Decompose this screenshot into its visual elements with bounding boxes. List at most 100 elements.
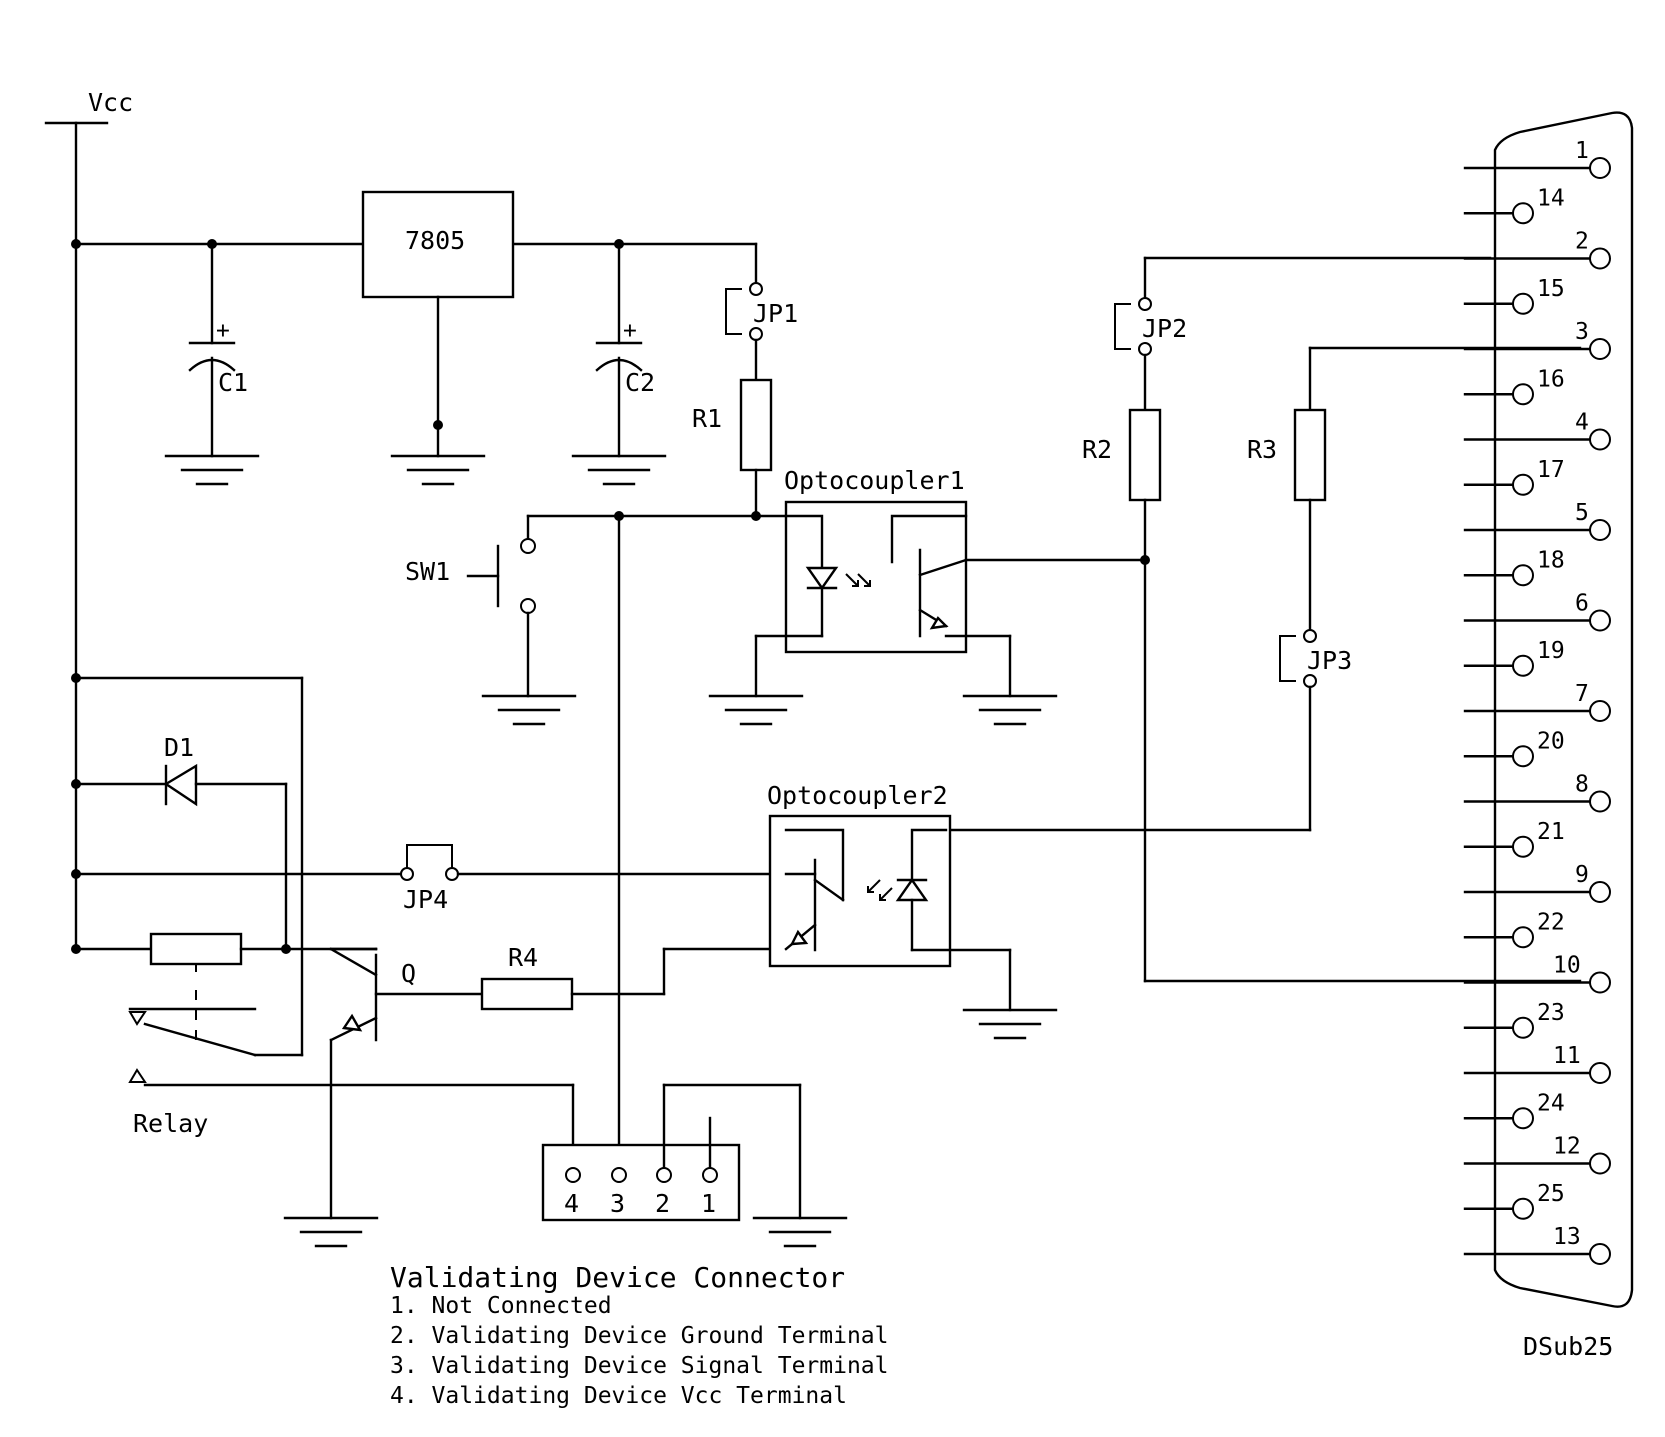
jumper-jp2: JP2 <box>1114 256 1492 356</box>
dsub-pin <box>1589 971 1611 994</box>
dsub-pin <box>1589 519 1611 541</box>
dsub-pin-label: 25 <box>1537 1181 1565 1207</box>
dsub-pin-label: 6 <box>1575 591 1589 617</box>
relay: Relay <box>74 932 575 1177</box>
optocoupler-2: Optocoupler2 <box>767 781 1058 1040</box>
dsub25-connector: DSub25 123456789101112131415161718192021… <box>1463 111 1634 1361</box>
dsub-pin-label: 12 <box>1553 1134 1581 1160</box>
dsub-pin-label: 11 <box>1553 1043 1581 1069</box>
d1-label: D1 <box>164 733 194 762</box>
validating-device-connector: 4 3 2 1 <box>541 1083 848 1248</box>
resistor-r2: R2 <box>1082 353 1582 983</box>
dsub-pin-label: 3 <box>1575 319 1589 345</box>
c2-plus: + <box>623 318 637 344</box>
connector-pin-4: 4 <box>564 1189 579 1218</box>
dsub-pin <box>1589 157 1611 179</box>
signal-bus-top <box>526 511 788 1177</box>
resistor-r4: R4 <box>480 943 788 1011</box>
jp3-label: JP3 <box>1307 646 1352 675</box>
legend-item-1: 1. Not Connected <box>390 1293 612 1319</box>
dsub-pin <box>1589 790 1611 813</box>
dsub-pin-label: 1 <box>1575 138 1589 164</box>
dsub-pin <box>1512 926 1534 949</box>
dsub-pin-label: 21 <box>1537 819 1565 845</box>
dsub-pin <box>1512 1107 1534 1130</box>
connector-pin-2: 2 <box>655 1189 670 1218</box>
dsub-pin <box>1512 835 1534 858</box>
dsub-pin <box>1512 564 1534 587</box>
dsub-pin <box>1589 1243 1611 1265</box>
dsub-pin-label: 9 <box>1575 862 1589 888</box>
dsub-pin-label: 16 <box>1537 366 1565 392</box>
r2-label: R2 <box>1082 435 1112 464</box>
dsub25-label: DSub25 <box>1523 1332 1613 1361</box>
jp2-label: JP2 <box>1142 314 1187 343</box>
dsub-pin <box>1589 338 1611 360</box>
capacitor-c2: + C2 <box>571 242 667 486</box>
dsub-pin-label: 7 <box>1575 681 1589 707</box>
dsub-pin-label: 8 <box>1575 772 1589 798</box>
dsub-pin-label: 17 <box>1537 457 1565 483</box>
dsub-pin-label: 15 <box>1537 276 1565 302</box>
connector-pin-1: 1 <box>701 1189 716 1218</box>
c1-label: C1 <box>218 368 248 397</box>
switch-sw1: SW1 <box>405 514 577 726</box>
opto1-label: Optocoupler1 <box>784 466 965 495</box>
dsub-pin-label: 20 <box>1537 728 1565 754</box>
dsub-pin-label: 22 <box>1537 909 1565 935</box>
dsub-pin <box>1512 654 1534 677</box>
jumper-jp3: JP3 <box>944 629 1352 832</box>
jumper-jp1: JP1 <box>725 282 798 341</box>
dsub-pin-label: 4 <box>1575 410 1589 436</box>
c1-plus: + <box>216 318 230 344</box>
dsub-pin <box>1589 247 1611 270</box>
dsub-pin-label: 2 <box>1575 229 1589 255</box>
connector-pin-3: 3 <box>610 1189 625 1218</box>
dsub-pin-label: 13 <box>1553 1224 1581 1250</box>
relay-label: Relay <box>133 1109 208 1138</box>
legend-item-2: 2. Validating Device Ground Terminal <box>390 1323 889 1349</box>
vcc-rail: Vcc <box>44 88 133 954</box>
q-label: Q <box>401 959 416 988</box>
legend-item-3: 3. Validating Device Signal Terminal <box>390 1353 889 1379</box>
vcc-branches <box>71 673 304 1057</box>
dsub-pin <box>1512 1197 1534 1220</box>
optocoupler-1: Optocoupler1 <box>708 466 1150 726</box>
sw1-label: SW1 <box>405 557 450 586</box>
legend-item-4: 4. Validating Device Vcc Terminal <box>390 1383 847 1409</box>
dsub-pin <box>1512 1016 1534 1039</box>
regulator-label: 7805 <box>405 226 465 255</box>
dsub-pin <box>1512 202 1534 225</box>
dsub-pin <box>1589 1152 1611 1175</box>
r4-label: R4 <box>508 943 538 972</box>
jp4-label: JP4 <box>403 885 448 914</box>
connector-legend: Validating Device Connector 1. Not Conne… <box>390 1261 889 1409</box>
diode-d1: D1 <box>74 733 291 954</box>
r3-label: R3 <box>1247 435 1277 464</box>
r1-label: R1 <box>692 404 722 433</box>
dsub-pin <box>1589 700 1611 722</box>
transistor-q: Q <box>283 947 484 1248</box>
resistor-r3: R3 <box>1247 346 1582 632</box>
regulator-7805: 7805 <box>361 190 515 486</box>
opto2-label: Optocoupler2 <box>767 781 948 810</box>
dsub-pin <box>1589 428 1611 451</box>
supply-wires <box>71 239 758 285</box>
dsub-pin <box>1589 609 1611 632</box>
dsub-pin <box>1512 292 1534 315</box>
jumper-jp4: JP4 <box>74 844 788 914</box>
dsub-pin <box>1589 1062 1611 1084</box>
resistor-r1: R1 <box>692 338 773 518</box>
dsub-pin-label: 14 <box>1537 185 1565 211</box>
dsub-pin-label: 24 <box>1537 1090 1565 1116</box>
dsub-pin <box>1512 745 1534 768</box>
c2-label: C2 <box>625 368 655 397</box>
dsub-pin-label: 18 <box>1537 547 1565 573</box>
capacitor-c1: + C1 <box>164 242 260 486</box>
legend-title: Validating Device Connector <box>390 1261 845 1294</box>
vcc-label: Vcc <box>88 88 133 117</box>
dsub-pin <box>1589 881 1611 903</box>
dsub-pin <box>1512 473 1534 496</box>
dsub-pin <box>1512 383 1534 406</box>
